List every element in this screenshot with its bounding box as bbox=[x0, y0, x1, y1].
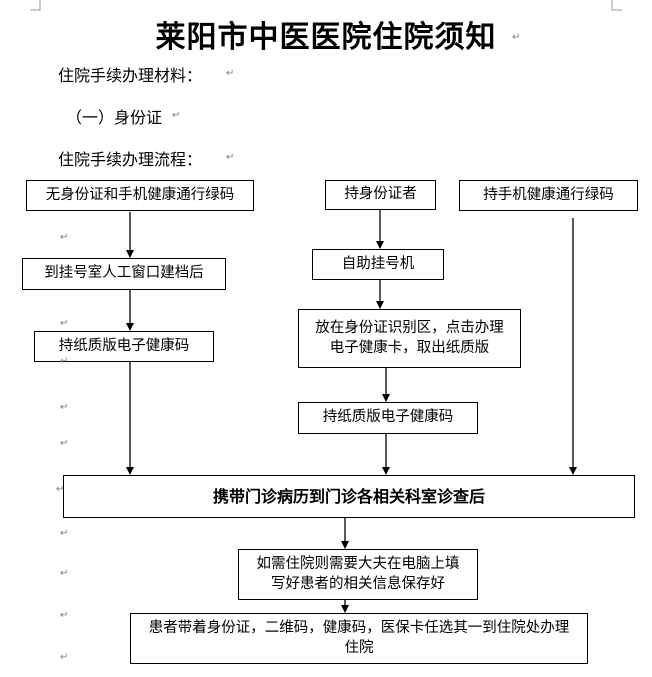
section-process-heading: 住院手续办理流程： bbox=[58, 150, 203, 169]
section-materials-heading: 住院手续办理材料： bbox=[58, 66, 203, 85]
paragraph-mark: ↵ bbox=[60, 402, 69, 413]
box-self-service-machine: 自助挂号机 bbox=[312, 249, 444, 280]
paragraph-mark: ↵ bbox=[226, 68, 235, 79]
paragraph-mark: ↵ bbox=[60, 568, 69, 579]
box-phone-health-code: 持手机健康通行绿码 bbox=[459, 180, 638, 211]
paragraph-mark: ↵ bbox=[60, 318, 69, 329]
box-clinic-visit: 携带门诊病历到门诊各相关科室诊查后 bbox=[63, 475, 635, 518]
document-title: 莱阳市中医医院住院须知 bbox=[155, 20, 497, 55]
box-final-admission: 患者带着身份证，二维码，健康码，医保卡任选其一到住院处办理住院 bbox=[130, 613, 588, 664]
box-paper-code-right: 持纸质版电子健康码 bbox=[298, 402, 478, 434]
box-has-id: 持身份证者 bbox=[325, 180, 436, 210]
paragraph-mark: ↵ bbox=[56, 484, 65, 495]
box-place-id-card: 放在身份证识别区，点击办理电子健康卡，取出纸质版 bbox=[298, 309, 521, 368]
paragraph-mark: ↵ bbox=[60, 232, 69, 243]
paragraph-mark: ↵ bbox=[60, 610, 69, 621]
box-manual-window: 到挂号室人工窗口建档后 bbox=[22, 258, 226, 290]
paragraph-mark: ↵ bbox=[226, 152, 235, 163]
material-item-id-card: （一）身份证 bbox=[66, 108, 163, 127]
paragraph-mark: ↵ bbox=[60, 438, 69, 449]
paragraph-mark: ↵ bbox=[60, 356, 69, 367]
box-doctor-fill-info: 如需住院则需要大夫在电脑上填写好患者的相关信息保存好 bbox=[238, 549, 478, 600]
paragraph-mark: ↵ bbox=[60, 652, 69, 663]
paragraph-mark: ↵ bbox=[172, 110, 181, 121]
box-paper-code-left: 持纸质版电子健康码 bbox=[34, 331, 214, 362]
paragraph-mark: ↵ bbox=[512, 32, 521, 43]
paragraph-mark: ↵ bbox=[60, 528, 69, 539]
box-no-id: 无身份证和手机健康通行绿码 bbox=[26, 180, 254, 211]
